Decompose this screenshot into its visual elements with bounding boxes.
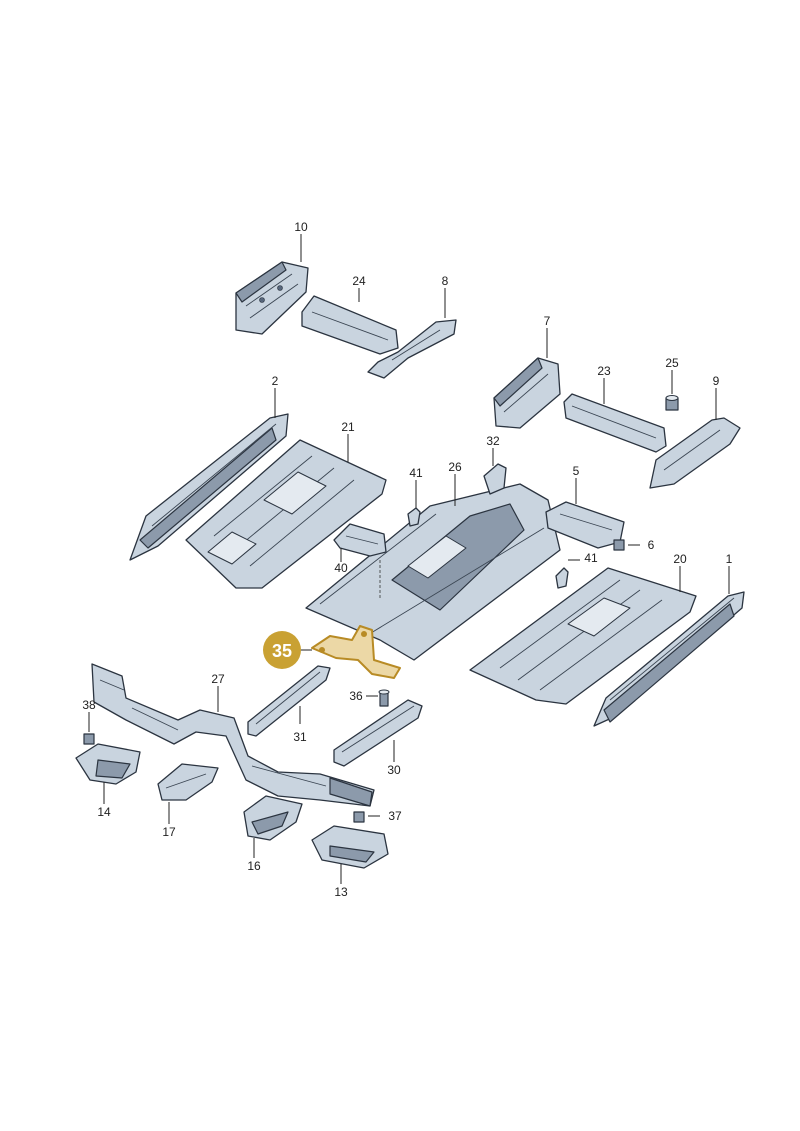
callout-37: 37: [388, 809, 402, 823]
callout-30: 30: [387, 763, 401, 777]
part-7: [493, 357, 561, 429]
callout-32: 32: [486, 434, 500, 448]
part-36: [378, 689, 390, 707]
callout-23: 23: [597, 364, 611, 378]
part-14: [75, 743, 141, 785]
highlight-badge: [263, 631, 301, 669]
part-2: [129, 413, 289, 561]
callout-5: 5: [573, 464, 580, 478]
callout-7: 7: [544, 314, 551, 328]
callout-10: 10: [294, 220, 308, 234]
part-27: [91, 663, 375, 807]
callout-9: 9: [713, 374, 720, 388]
part-41-left: [407, 507, 421, 527]
callout-27: 27: [211, 672, 225, 686]
callout-21: 21: [341, 420, 355, 434]
part-17: [157, 763, 219, 801]
callout-24: 24: [352, 274, 366, 288]
part-20: [469, 567, 697, 705]
part-16: [243, 795, 303, 841]
part-6: [613, 539, 625, 551]
callout-41-right: 41: [584, 551, 598, 565]
callout-14: 14: [97, 805, 111, 819]
callout-1: 1: [726, 552, 733, 566]
highlight-label: 35: [272, 641, 292, 661]
part-32: [483, 463, 507, 495]
part-30: [333, 699, 423, 767]
callout-38: 38: [82, 698, 96, 712]
part-40: [333, 523, 387, 557]
callout-25: 25: [665, 356, 679, 370]
part-9: [649, 417, 741, 489]
part-37: [353, 811, 365, 823]
part-10: [235, 261, 309, 335]
callout-26: 26: [448, 460, 462, 474]
callout-20: 20: [673, 552, 687, 566]
callout-13: 13: [334, 885, 348, 899]
part-8: [367, 319, 457, 379]
callout-2: 2: [272, 374, 279, 388]
callout-16: 16: [247, 859, 261, 873]
callout-6: 6: [648, 538, 655, 552]
part-25: [665, 395, 679, 411]
callout-17: 17: [162, 825, 176, 839]
part-35-highlighted: [311, 625, 401, 679]
part-21: [185, 439, 387, 589]
callout-41-left: 41: [409, 466, 423, 480]
part-38: [83, 733, 95, 745]
part-31: [247, 665, 331, 737]
part-41-right: [555, 567, 569, 589]
callout-36: 36: [349, 689, 363, 703]
callout-8: 8: [442, 274, 449, 288]
callout-31: 31: [293, 730, 307, 744]
part-13: [311, 825, 389, 869]
part-24: [301, 295, 399, 355]
part-23: [563, 393, 667, 453]
callout-40: 40: [334, 561, 348, 575]
part-1: [593, 591, 745, 727]
